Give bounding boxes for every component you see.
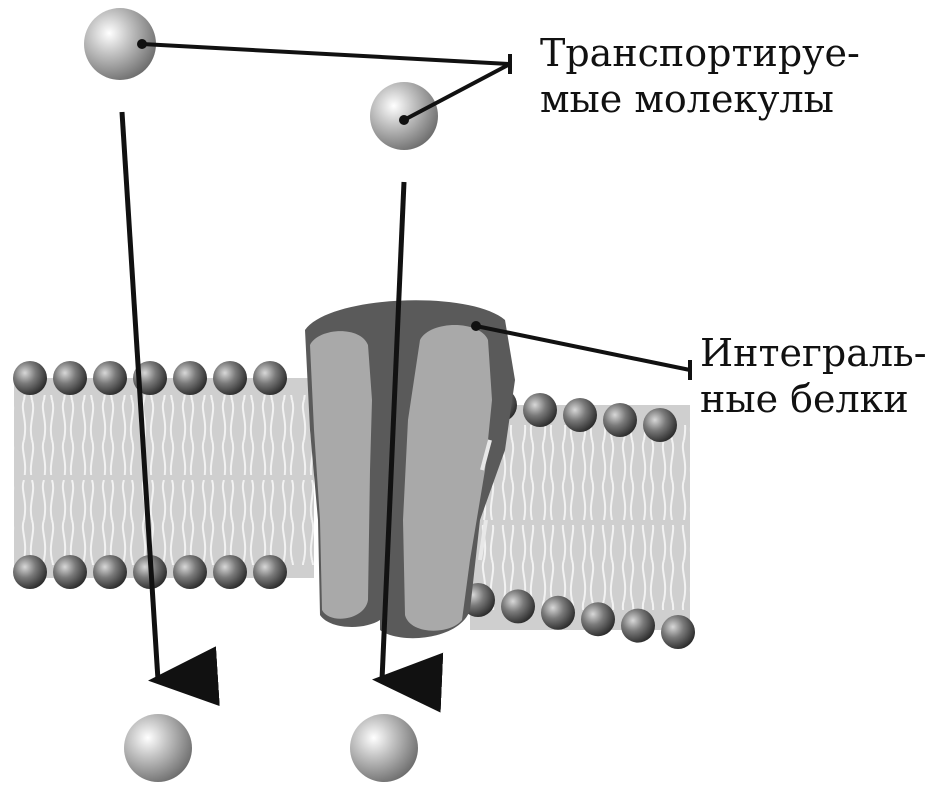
label-proteins-line1: Интеграль-	[700, 330, 927, 376]
label-transported-molecules: Транспортируе- мые молекулы	[540, 30, 860, 122]
label-molecules-line2: мые молекулы	[540, 76, 860, 122]
lipid-head	[93, 361, 127, 395]
label-proteins-line2: ные белки	[700, 376, 927, 422]
lipid-head	[643, 408, 677, 442]
lipid-head	[173, 555, 207, 589]
lipid-bilayer-left	[14, 378, 314, 578]
lipid-head	[541, 596, 575, 630]
lipid-head	[93, 555, 127, 589]
lipid-head	[13, 361, 47, 395]
lipid-head	[661, 615, 695, 649]
lipid-head	[581, 602, 615, 636]
molecules-leader	[137, 39, 510, 125]
lipid-head	[563, 398, 597, 432]
lipid-head	[523, 393, 557, 427]
lipid-head	[603, 403, 637, 437]
molecule-bottom-left	[124, 714, 192, 782]
lipid-head	[253, 361, 287, 395]
lipid-head	[253, 555, 287, 589]
lipid-head	[621, 609, 655, 643]
molecule-bottom-right	[350, 714, 418, 782]
lipid-head	[213, 555, 247, 589]
lipid-head	[53, 555, 87, 589]
label-molecules-line1: Транспортируе-	[540, 30, 860, 76]
lipid-head	[173, 361, 207, 395]
lipid-head	[501, 589, 535, 623]
label-integral-proteins: Интеграль- ные белки	[700, 330, 927, 422]
lipid-head	[53, 361, 87, 395]
lipid-head	[213, 361, 247, 395]
lipid-head	[13, 555, 47, 589]
